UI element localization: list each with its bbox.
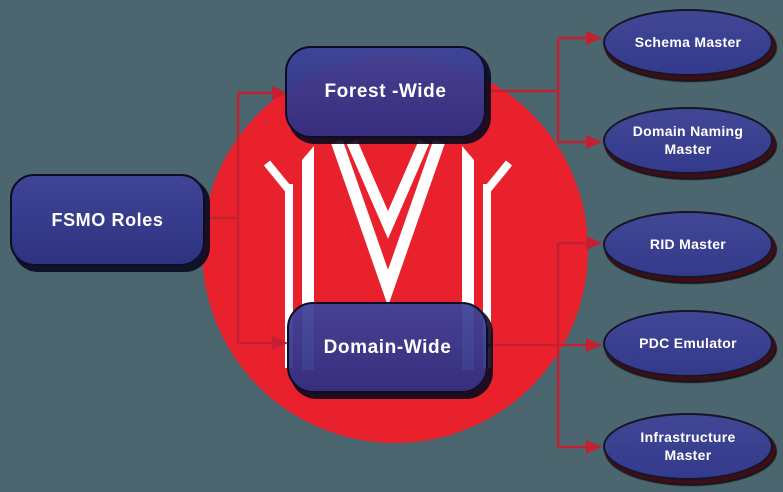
arrowhead-rid <box>586 236 602 250</box>
node-domain-wide: Domain-Wide <box>287 302 488 393</box>
node-domain-wide-label: Domain-Wide <box>323 336 452 358</box>
arrowhead-pdc <box>586 338 602 352</box>
node-forest-wide: Forest -Wide <box>285 46 486 138</box>
node-forest-wide-label: Forest -Wide <box>324 81 447 102</box>
node-pdc-emulator: PDC Emulator <box>603 310 773 377</box>
node-rid-master-label: RID Master <box>649 235 727 252</box>
node-rid-master: RID Master <box>603 211 773 278</box>
node-infrastructure-master-label: Infrastructure Master <box>640 429 736 463</box>
node-infrastructure-master: Infrastructure Master <box>603 413 773 480</box>
node-schema-master-label: Schema Master <box>634 33 742 50</box>
node-fsmo-roles-label: FSMO Roles <box>51 209 164 230</box>
arrowhead-naming <box>586 135 602 149</box>
node-domain-naming-master-label: Domain Naming Master <box>632 123 744 157</box>
node-domain-naming-master: Domain Naming Master <box>603 107 773 174</box>
node-schema-master: Schema Master <box>603 9 773 76</box>
node-pdc-emulator-label: PDC Emulator <box>639 334 737 351</box>
node-fsmo-roles: FSMO Roles <box>10 174 205 266</box>
arrowhead-schema <box>586 31 602 45</box>
arrowhead-infra <box>586 440 602 454</box>
